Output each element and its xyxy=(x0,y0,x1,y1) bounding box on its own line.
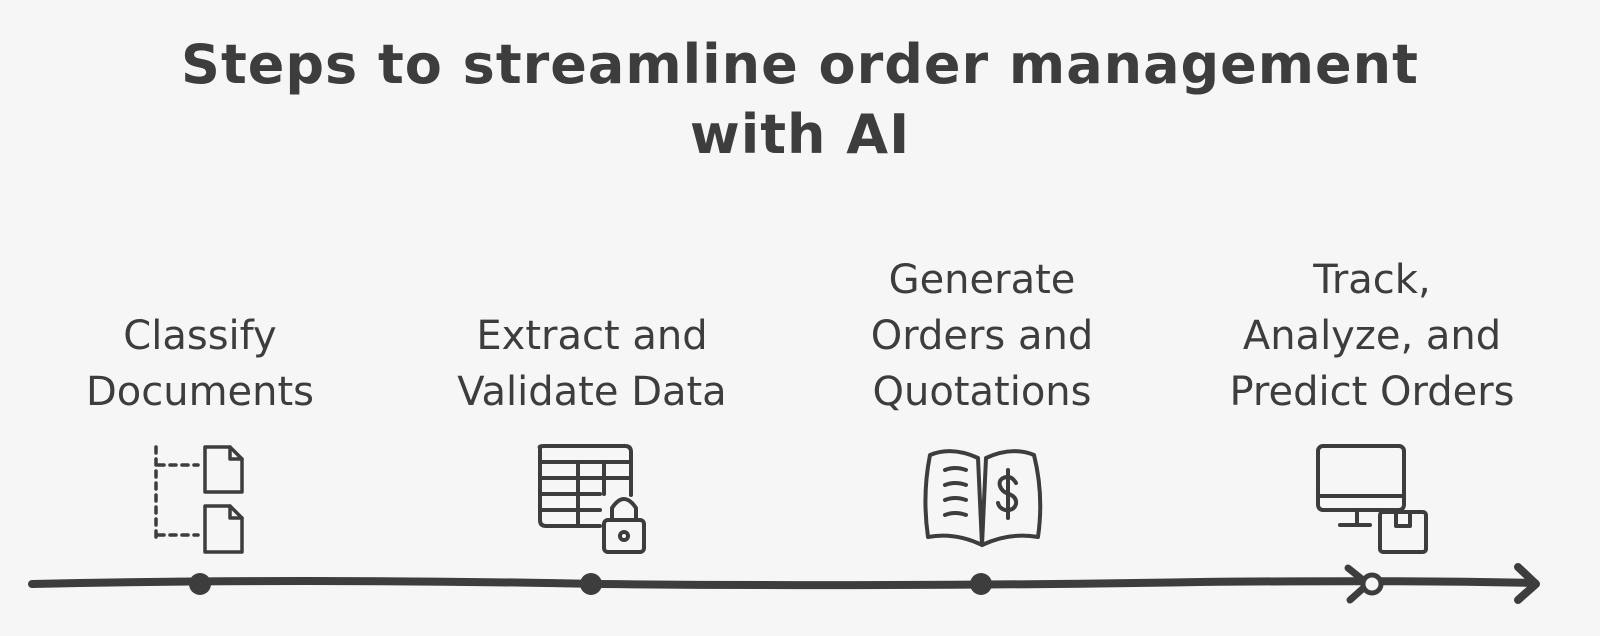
step-label-line: Validate Data xyxy=(457,369,727,415)
ledger-book-dollar-icon xyxy=(923,449,1043,547)
step-label-line: Orders and xyxy=(870,313,1094,359)
milestone-dot-3 xyxy=(970,573,992,595)
step-label-generate-orders-quotations: Generate Orders and Quotations xyxy=(772,252,1192,420)
milestone-dot-4 xyxy=(1360,572,1384,596)
timeline-line xyxy=(28,577,1539,590)
step-label-line: Generate xyxy=(888,257,1076,303)
milestone-dot-2 xyxy=(580,573,602,595)
timeline-arrowhead xyxy=(1514,563,1540,604)
page-title-line-1: Steps to streamline order management xyxy=(181,33,1419,96)
monitor-package-icon xyxy=(1316,444,1428,554)
step-label-track-analyze-predict: Track, Analyze, and Predict Orders xyxy=(1162,252,1582,420)
milestone-dot-1 xyxy=(189,573,211,595)
step-label-line: Analyze, and xyxy=(1242,313,1502,359)
page-title-line-2: with AI xyxy=(689,103,911,166)
step-label-line: Documents xyxy=(85,369,315,415)
step-label-extract-validate-data: Extract and Validate Data xyxy=(382,308,802,420)
step-label-line: Predict Orders xyxy=(1229,369,1515,415)
step-label-line: Extract and xyxy=(476,313,708,359)
step-label-line: Track, xyxy=(1313,257,1431,303)
step-label-classify-documents: Classify Documents xyxy=(0,308,410,420)
page-title: Steps to streamline order management wit… xyxy=(0,30,1600,170)
step-label-line: Quotations xyxy=(872,369,1092,415)
locked-table-icon xyxy=(537,444,646,554)
timeline-axis xyxy=(28,563,1540,604)
step-label-line: Classify xyxy=(123,313,277,359)
document-tree-icon xyxy=(154,445,244,554)
